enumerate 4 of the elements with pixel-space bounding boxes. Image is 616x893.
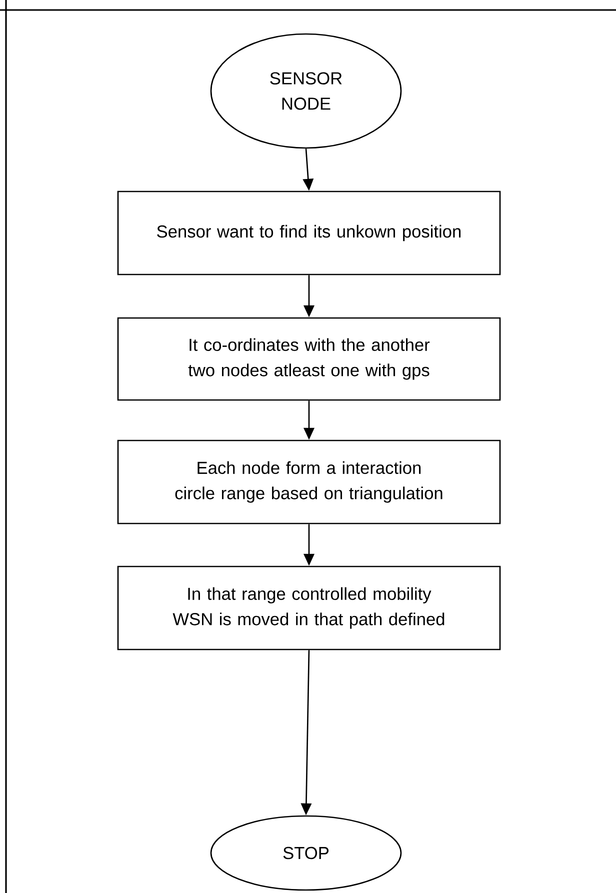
process-box: In that range controlled mobility WSN is moved in that path defined xyxy=(117,566,501,650)
process-box: It co-ordinates with the another two nodes atleast one with gps xyxy=(117,317,501,401)
process-box: Sensor want to find its unkown position xyxy=(117,190,501,276)
process-box: Each node form a interaction circle range based on triangulation xyxy=(117,440,501,524)
